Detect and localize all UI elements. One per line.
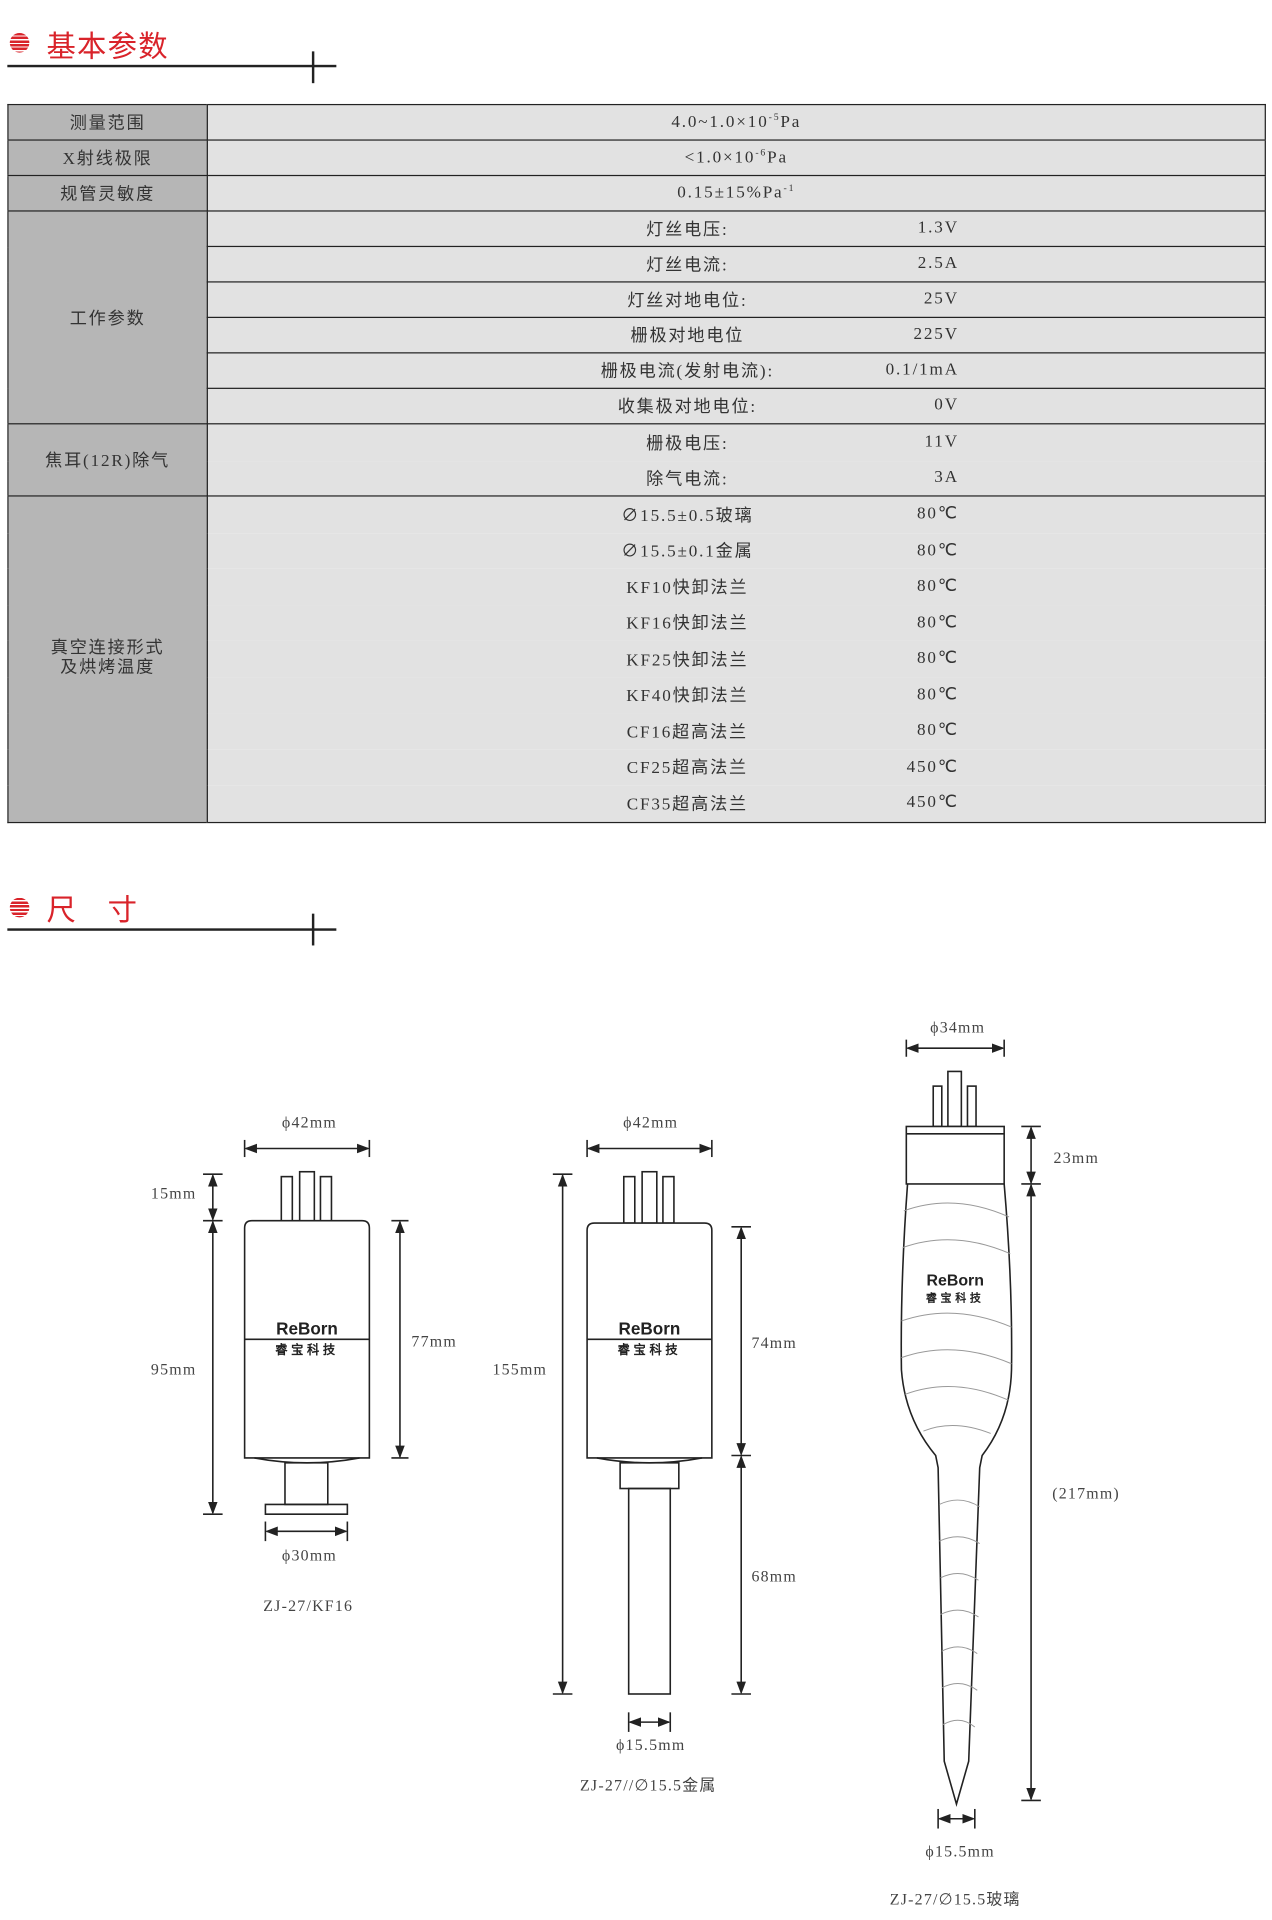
svg-text:ReBorn: ReBorn — [619, 1319, 681, 1338]
svg-text:睿宝科技: 睿宝科技 — [926, 1290, 985, 1304]
dim-label: ϕ15.5mm — [616, 1737, 685, 1754]
dim-label: ϕ42mm — [623, 1115, 678, 1132]
dim-label: ϕ34mm — [930, 1019, 985, 1036]
dim-label: 77mm — [411, 1334, 457, 1351]
bullet-icon — [9, 33, 30, 53]
row-label: X射线极限 — [7, 140, 208, 177]
sub-row: 灯丝对地电位:25V — [207, 281, 1266, 319]
section-header-basic-params: 基本参数 — [0, 0, 355, 64]
section-title: 尺 寸 — [46, 892, 139, 928]
dim-label: 155mm — [492, 1362, 547, 1379]
table-row: 规管灵敏度 0.15±15%Pa-1 — [7, 175, 1266, 212]
sub-row: 灯丝电压:1.3V — [207, 210, 1266, 248]
table-row: 测量范围 4.0~1.0×10-5Pa — [7, 104, 1266, 141]
section-title: 基本参数 — [46, 29, 169, 64]
bullet-icon — [9, 897, 30, 918]
model-label: ZJ-27//∅15.5金属 — [580, 1777, 716, 1795]
dim-label: (217mm) — [1052, 1485, 1120, 1502]
sub-row: 除气电流:3A — [207, 461, 1266, 497]
dim-label: 23mm — [1054, 1150, 1100, 1167]
sub-row: 栅极电流(发射电流):0.1/1mA — [207, 352, 1266, 389]
row-value: 4.0~1.0×10-5Pa — [207, 104, 1266, 141]
section-header-dimensions: 尺 寸 — [0, 866, 355, 927]
row-label: 测量范围 — [7, 104, 208, 141]
row-label: 焦耳(12R)除气 — [7, 423, 208, 497]
divider-tick — [311, 51, 314, 84]
sub-row: 灯丝电流:2.5A — [207, 246, 1266, 283]
divider-tick — [311, 913, 314, 946]
model-label: ZJ-27/KF16 — [263, 1598, 353, 1615]
gauge-glass-drawing — [900, 1039, 1041, 1829]
gauge-kf16-drawing — [203, 1139, 409, 1542]
svg-text:睿宝科技: 睿宝科技 — [618, 1342, 682, 1357]
svg-text:ReBorn: ReBorn — [927, 1272, 984, 1289]
divider — [7, 64, 337, 68]
row-label: 工作参数 — [7, 210, 208, 425]
reborn-logo: ReBorn 睿宝科技 ReBorn 睿宝科技 ReBorn 睿宝科技 — [275, 1272, 984, 1356]
spec-table: 测量范围 4.0~1.0×10-5Pa X射线极限 <1.0×10-6Pa 规管… — [7, 103, 1266, 823]
table-row: X射线极限 <1.0×10-6Pa — [7, 140, 1266, 177]
dim-label: ϕ30mm — [282, 1548, 337, 1565]
row-label: 规管灵敏度 — [7, 175, 208, 212]
dim-label: 68mm — [751, 1568, 797, 1585]
dim-label: 95mm — [151, 1362, 197, 1379]
dim-label: ϕ42mm — [282, 1115, 337, 1132]
row-label: 真空连接形式及烘烤温度 — [7, 495, 208, 822]
svg-text:ReBorn: ReBorn — [276, 1319, 338, 1338]
sub-row: 栅极电压:11V — [207, 423, 1266, 462]
dim-label: ϕ15.5mm — [925, 1844, 994, 1861]
gauge-metal-drawing — [552, 1139, 751, 1732]
sub-row: 收集极对地电位:0V — [207, 388, 1266, 425]
row-value: <1.0×10-6Pa — [207, 140, 1266, 177]
svg-text:睿宝科技: 睿宝科技 — [275, 1342, 339, 1357]
divider — [7, 928, 337, 931]
model-label: ZJ-27/∅15.5玻璃 — [890, 1890, 1021, 1908]
dim-label: 15mm — [151, 1186, 197, 1203]
dim-label: 74mm — [751, 1335, 797, 1352]
row-value: 0.15±15%Pa-1 — [207, 175, 1266, 212]
